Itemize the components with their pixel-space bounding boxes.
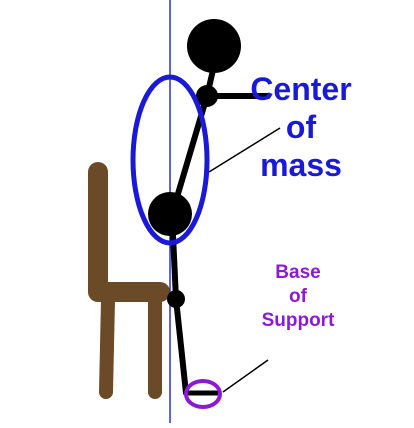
center-of-mass-label-line3: mass <box>260 147 342 183</box>
base-of-support-pointer-line <box>222 359 269 393</box>
base-of-support-label-line2: of <box>289 286 307 307</box>
chair-back-leg <box>99 293 115 399</box>
figure-shin <box>173 296 189 396</box>
center-of-mass-label: Center of mass <box>236 70 366 184</box>
base-of-support-label-line3: Support <box>261 310 335 331</box>
center-of-mass-ellipse <box>130 74 210 246</box>
chair-back-and-seat <box>88 162 170 302</box>
center-of-mass-label-line1: Center <box>250 71 352 107</box>
hip-joint <box>148 192 192 236</box>
base-of-support-label-line1: Base <box>275 262 321 283</box>
chair <box>88 162 170 399</box>
base-of-support-ellipse <box>184 379 222 409</box>
shoulder-joint <box>196 85 218 107</box>
center-of-mass-label-line2: of <box>285 109 317 145</box>
base-of-support-label: Base of Support <box>252 261 344 333</box>
figure-head <box>187 19 241 73</box>
center-of-mass-pointer-line <box>208 127 281 173</box>
knee-joint <box>167 290 185 308</box>
